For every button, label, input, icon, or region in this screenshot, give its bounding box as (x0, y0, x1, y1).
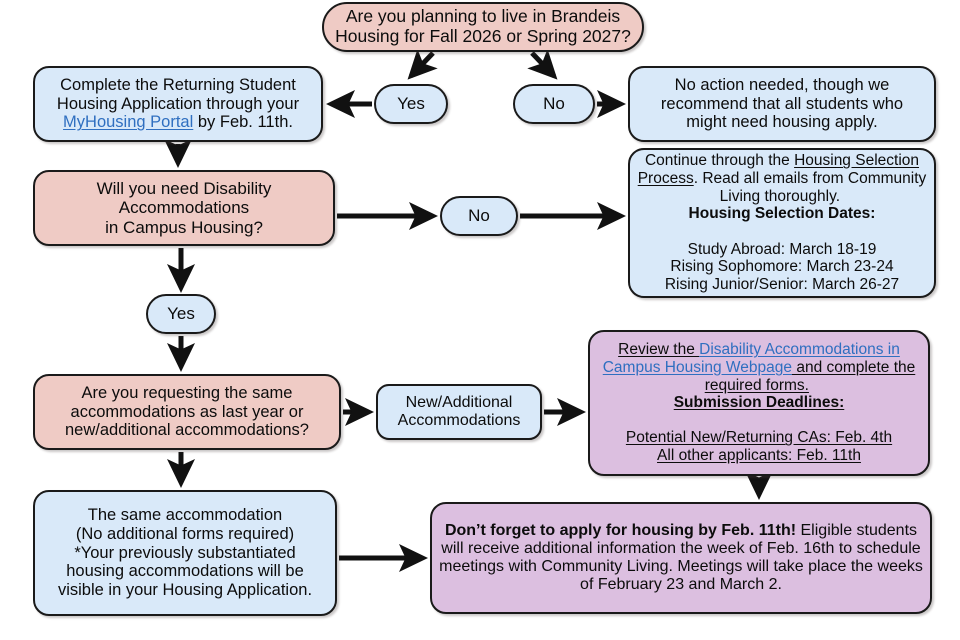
housing-selection-dates-heading: Housing Selection Dates: (688, 205, 876, 223)
node-no-branch-2[interactable]: No (440, 196, 518, 236)
node-no-action-box[interactable]: No action needed, though we recommend th… (628, 66, 936, 142)
apply-box-line1: Complete the Returning Student (60, 75, 296, 94)
node-top-question[interactable]: Are you planning to live in Brandeis Hou… (322, 2, 644, 52)
no-action-line1: No action needed, though we (674, 75, 890, 94)
wire-top-to-yes (407, 48, 438, 80)
node-disability-question[interactable]: Will you need Disability Accommodations … (33, 170, 335, 246)
node-same-accommodation[interactable]: The same accommodation (No additional fo… (33, 490, 337, 616)
same-accommodation-line3: *Your previously substantiated (74, 543, 296, 562)
disability-question-line3: in Campus Housing? (105, 217, 263, 237)
same-question-line3: new/additional accommodations? (65, 421, 309, 440)
node-same-question[interactable]: Are you requesting the same accommodatio… (33, 374, 341, 450)
dont-forget-lead: Don’t forget to apply for housing by Feb… (444, 521, 797, 539)
node-no-branch-1[interactable]: No (513, 84, 595, 124)
same-accommodation-line2: (No additional forms required) (75, 524, 295, 543)
node-new-additional[interactable]: New/Additional Accommodations (376, 384, 542, 440)
continue-intro-post: . Read all emails from Community Living … (693, 170, 927, 205)
top-question-line2: Housing for Fall 2026 or Spring 2027? (335, 26, 631, 46)
top-question-line1: Are you planning to live in Brandeis (345, 6, 621, 27)
node-dont-forget-box[interactable]: Don’t forget to apply for housing by Feb… (430, 502, 932, 614)
yes-branch-2-label: Yes (167, 304, 195, 324)
review-intro-pre: Review the (618, 341, 700, 359)
housing-selection-date-3: Rising Junior/Senior: March 26-27 (664, 275, 900, 293)
node-apply-box[interactable]: Complete the Returning Student Housing A… (33, 66, 323, 142)
housing-selection-process-link[interactable]: Housing Selection Process (637, 152, 920, 188)
myhousing-portal-link[interactable]: MyHousing Portal (63, 113, 194, 132)
disability-question-line2: Accommodations (118, 198, 250, 218)
yes-branch-1-label: Yes (397, 94, 425, 114)
apply-box-line3-post: by Feb. 11th. (193, 113, 293, 132)
no-branch-1-label: No (543, 94, 565, 114)
disability-question-line1: Will you need Disability (96, 178, 272, 198)
submission-deadline-2: All other applicants: Feb. 11th (657, 447, 861, 465)
node-continue-box[interactable]: Continue through the Housing Selection P… (628, 148, 936, 298)
new-additional-line1: New/Additional (405, 393, 513, 411)
node-review-box[interactable]: Review the Disability Accommodations in … (588, 330, 930, 476)
no-branch-2-label: No (468, 206, 490, 226)
same-accommodation-line5: visible in your Housing Application. (57, 581, 313, 600)
housing-selection-date-1: Study Abroad: March 18-19 (687, 240, 877, 258)
same-accommodation-line1: The same accommodation (87, 506, 283, 524)
node-yes-branch-2[interactable]: Yes (146, 294, 216, 334)
dont-forget-body: Eligible students will receive additiona… (439, 521, 923, 594)
continue-intro-pre: Continue through the (644, 152, 795, 170)
submission-deadline-1: Potential New/Returning CAs: Feb. 4th (625, 429, 893, 447)
housing-selection-date-2: Rising Sophomore: March 23-24 (670, 258, 894, 276)
apply-box-line2: Housing Application through your (56, 94, 300, 113)
node-yes-branch-1[interactable]: Yes (374, 84, 448, 124)
new-additional-line2: Accommodations (397, 412, 521, 429)
same-question-line2: accommodations as last year or (70, 402, 304, 421)
disability-accommodations-webpage-link[interactable]: Disability Accommodations in Campus Hous… (602, 341, 900, 376)
no-action-line2: recommend that all students who (660, 94, 904, 113)
same-accommodation-line4: housing accommodations will be (66, 562, 304, 581)
submission-deadlines-heading: Submission Deadlines: (673, 394, 845, 412)
review-intro-post: and complete the required forms. (704, 358, 916, 394)
no-action-line3: might need housing apply. (686, 113, 878, 132)
same-question-line1: Are you requesting the same (81, 383, 293, 402)
